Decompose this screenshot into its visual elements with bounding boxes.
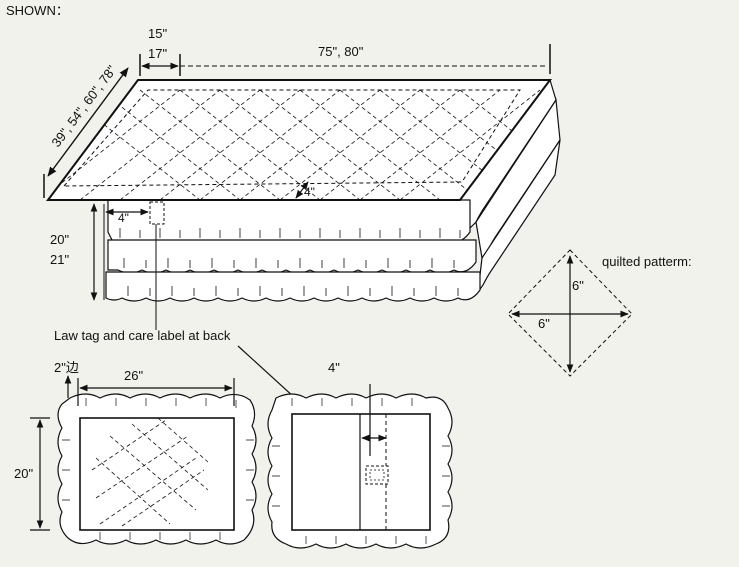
sham-front [30,375,257,545]
side-gap-label: 4" [118,211,129,225]
inner-gap-label: 4" [304,185,315,199]
skirt-front-ruffle-2 [107,239,477,274]
height-label-2: 21" [50,252,69,267]
law-tag-label: Law tag and care label at back [54,328,231,343]
bed-skirt-illustration [43,44,561,302]
quilted-pattern-diamond [507,249,633,377]
sham-back [267,384,453,549]
pattern-vertical-label: 6" [572,278,584,293]
pattern-horizontal-label: 6" [538,316,550,331]
skirt-front-ruffle-3 [105,271,481,302]
sham-width-label: 26" [124,368,143,383]
length-label: 75", 80" [318,44,364,59]
sham-border-label: 2"边 [54,360,79,375]
quilted-pattern-title: quilted patterm: [602,254,692,269]
sham-overlap-label: 4" [328,360,340,375]
sham-height-label: 20" [14,466,33,481]
shown-label: SHOWN： [6,3,69,18]
skirt-side-ruffle-3 [477,139,561,293]
height-label-1: 20" [50,232,69,247]
bed-tag-box [149,201,165,225]
drop-length-2: 17" [148,46,167,61]
drop-length-1: 15" [148,26,167,41]
